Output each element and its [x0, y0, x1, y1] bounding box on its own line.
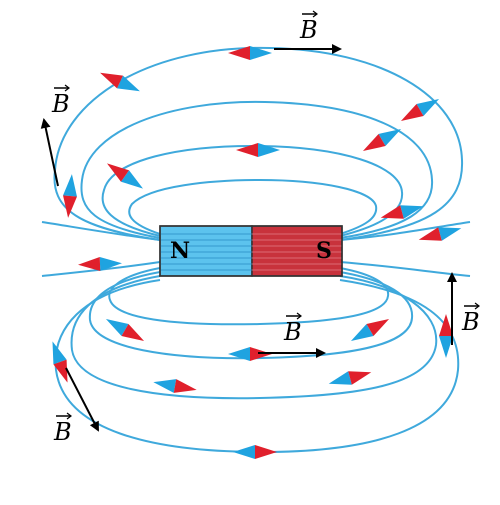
- b-vector-right: B: [447, 272, 480, 345]
- compass-needle-icon: [106, 163, 144, 189]
- b-label-right: B: [461, 308, 480, 336]
- compass-needle-icon: [362, 129, 402, 151]
- north-label: N: [170, 238, 190, 264]
- b-vector-middle: B: [258, 312, 326, 358]
- field-line-left-upper: [41, 221, 161, 241]
- field-line-bottom-outer: [54, 279, 460, 454]
- field-line-top-inner: [128, 178, 378, 235]
- compass-needle-icon: [418, 227, 462, 241]
- compass-needle-icon: [328, 371, 372, 385]
- compass-needle-icon: [100, 72, 140, 92]
- b-label-middle: B: [283, 318, 302, 346]
- compass-needle-icon: [228, 46, 272, 60]
- compass-needle-icon: [380, 205, 424, 219]
- field-line-bottom-2: [88, 271, 414, 360]
- field-line-bottom-3: [70, 275, 438, 400]
- b-label-top: B: [299, 16, 318, 44]
- compass-needle-icon: [400, 99, 440, 121]
- compass-needle-icon: [52, 341, 68, 383]
- field-line-right-upper: [339, 221, 471, 241]
- compass-needle-icon: [350, 319, 390, 341]
- b-label-upper-left: B: [51, 90, 70, 118]
- b-vector-upper-left: B: [40, 84, 70, 187]
- b-vector-lower-left: B: [53, 367, 99, 446]
- field-line-top-2: [80, 100, 434, 239]
- compass-needle-icon: [105, 319, 145, 341]
- compass-needles: [52, 46, 462, 459]
- compass-needle-icon: [236, 143, 280, 157]
- south-label: S: [316, 238, 332, 264]
- field-vectors: B B B B B: [40, 10, 480, 446]
- field-line-top-outer: [53, 46, 464, 241]
- compass-needle-icon: [153, 379, 197, 393]
- field-line-right-lower: [339, 261, 471, 277]
- compass-needle-icon: [63, 174, 77, 218]
- bar-magnet: N S: [159, 225, 343, 277]
- compass-needle-icon: [78, 257, 122, 271]
- b-vector-top: B: [274, 10, 342, 54]
- b-label-lower-left: B: [53, 418, 72, 446]
- compass-needle-icon: [233, 445, 277, 459]
- compass-needle-icon: [439, 314, 453, 358]
